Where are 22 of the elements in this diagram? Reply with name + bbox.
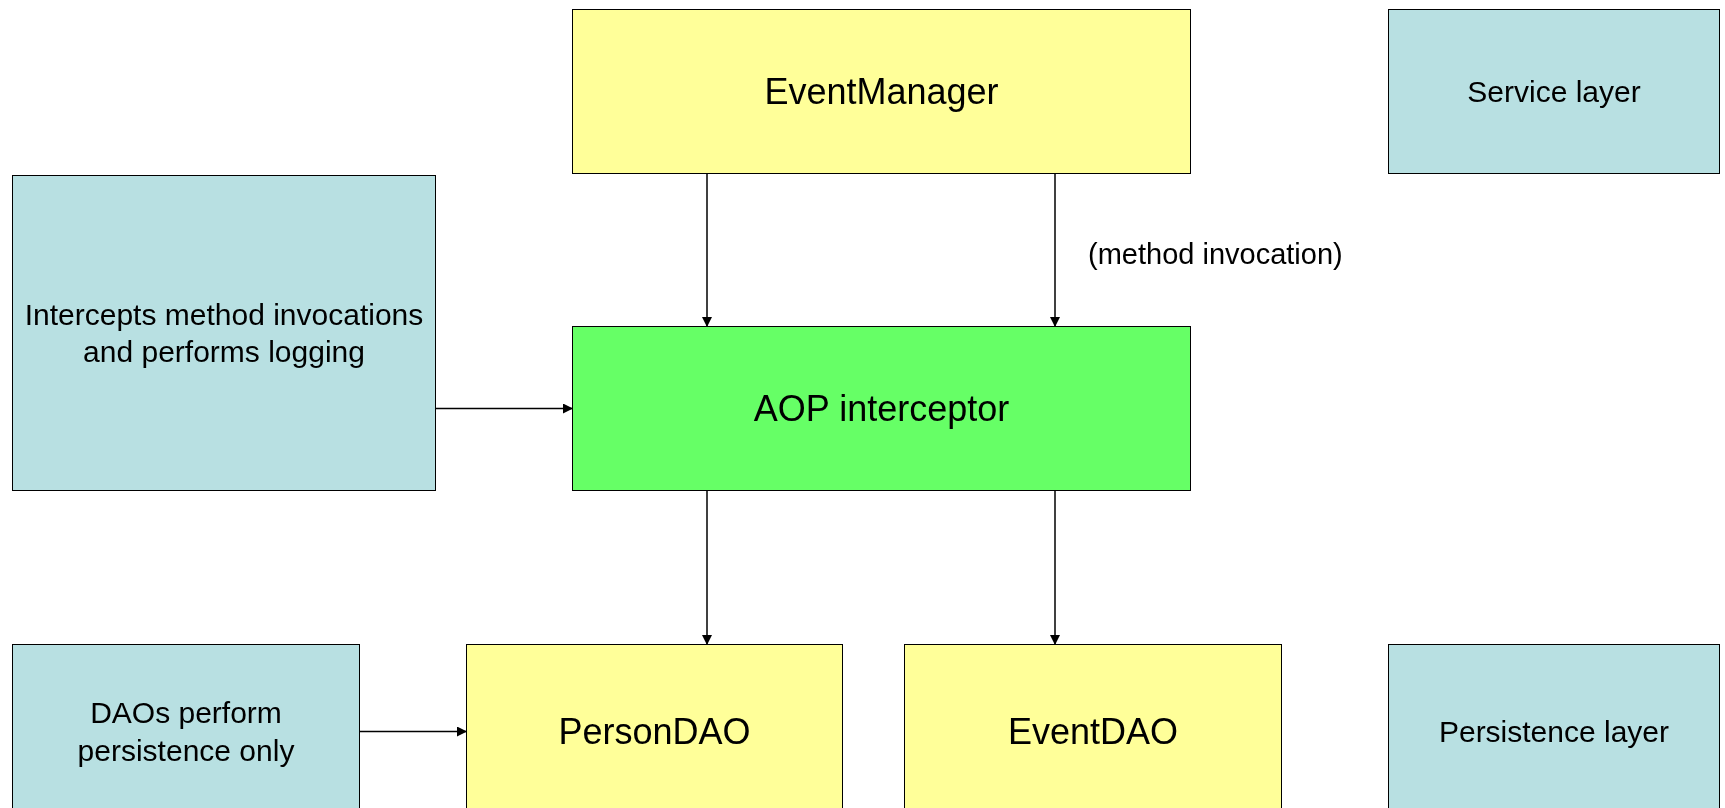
note-box <box>12 175 436 491</box>
arrow <box>1050 173 1060 327</box>
node-text: EventManager <box>763 70 1000 114</box>
class-box <box>466 644 843 808</box>
node-text: EventDAO <box>1006 710 1180 754</box>
node-text: Persistence layer <box>1437 713 1671 750</box>
layer-label-box <box>1388 644 1720 808</box>
class-box <box>904 644 1282 808</box>
note-box <box>12 644 360 808</box>
node-text: PersonDAO <box>557 710 752 754</box>
class-box <box>572 9 1191 174</box>
arrow <box>702 490 712 645</box>
layer-label-box <box>1388 9 1720 174</box>
node-text: Service layer <box>1466 73 1642 110</box>
arrow <box>702 173 712 327</box>
arrow <box>435 403 573 414</box>
interceptor-box <box>572 326 1191 491</box>
node-text: DAOs perform persistence only <box>76 695 296 769</box>
node-text: Intercepts method invocations and performs logging <box>23 296 425 370</box>
node-text: AOP interceptor <box>752 387 1011 431</box>
arrow <box>1050 490 1060 645</box>
arrow <box>359 726 467 737</box>
